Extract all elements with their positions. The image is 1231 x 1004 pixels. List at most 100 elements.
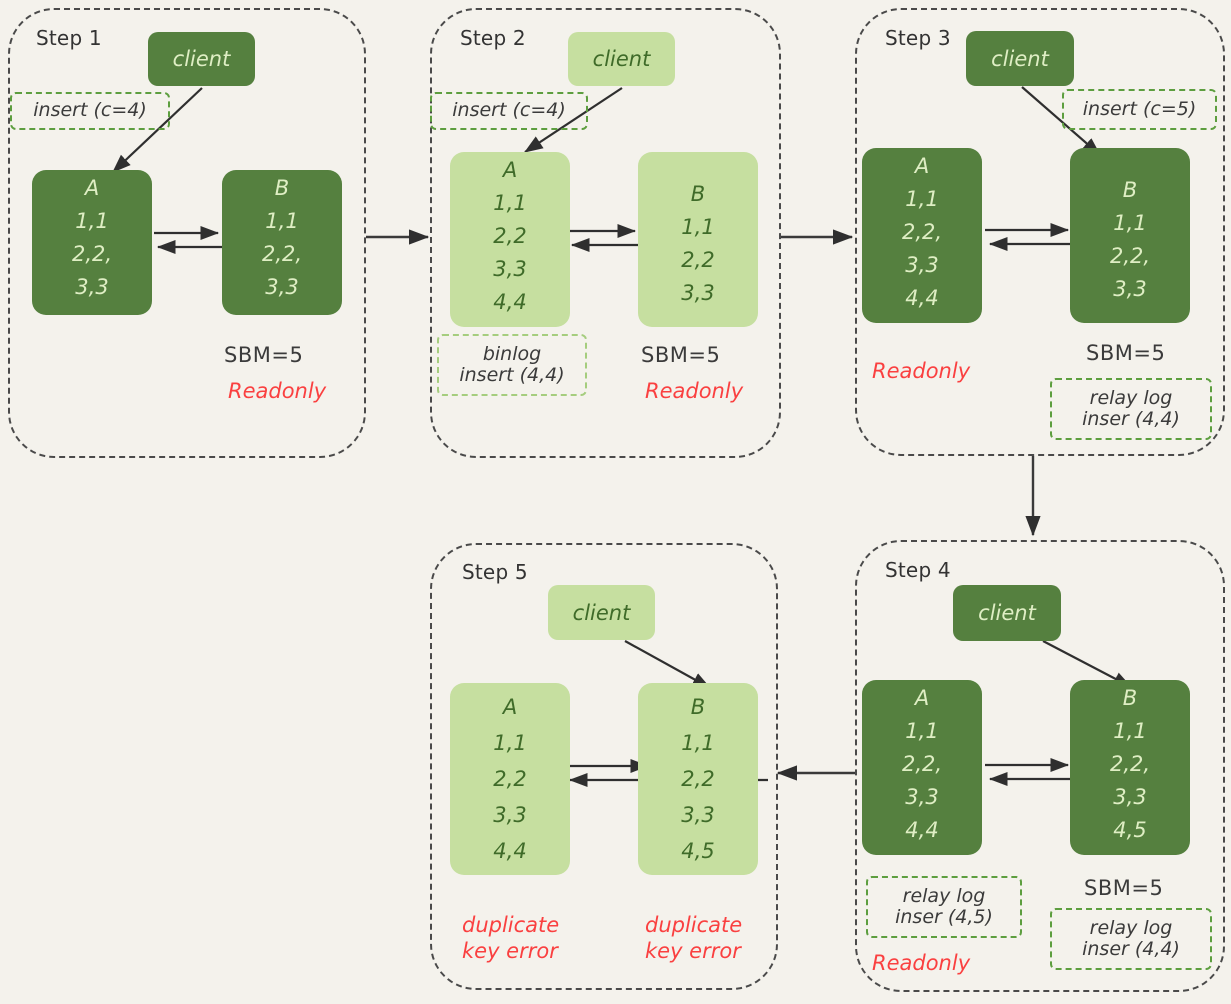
step-5-node-a: A 1,1 2,2 3,3 4,4 bbox=[450, 683, 570, 875]
step-1-node-b-row-2: 2,2, bbox=[261, 242, 303, 266]
step-2-node-b-row-1: 1,1 bbox=[681, 215, 715, 239]
step-3-node-b: B 1,1 2,2, 3,3 bbox=[1070, 148, 1190, 323]
step-1-node-a-row-0: A bbox=[84, 176, 100, 200]
step-2-client-box: client bbox=[568, 32, 675, 86]
step-4-relaylog-a-line-1: relay log bbox=[902, 884, 986, 907]
step-3-node-a-row-4: 4,4 bbox=[905, 286, 939, 310]
step-2-node-a-row-4: 4,4 bbox=[493, 290, 527, 314]
step-3-node-a: A 1,1 2,2, 3,3 4,4 bbox=[862, 148, 982, 323]
step-4-relaylog-b-annotation: relay log inser (4,4) bbox=[1050, 908, 1212, 970]
step-4-node-b-row-1: 1,1 bbox=[1113, 719, 1147, 743]
step-5-title: Step 5 bbox=[462, 560, 528, 584]
step-4-node-a-row-2: 2,2, bbox=[901, 752, 943, 776]
step-5-node-b-row-0: B bbox=[690, 695, 706, 719]
step-4-status-label: Readonly bbox=[872, 951, 971, 975]
step-4-node-a-row-0: A bbox=[914, 686, 930, 710]
step-3-node-b-row-2: 2,2, bbox=[1109, 244, 1151, 268]
step-3-client-box: client bbox=[966, 31, 1074, 86]
step-5-node-a-row-1: 1,1 bbox=[493, 731, 527, 755]
step-5-node-b-row-3: 3,3 bbox=[681, 803, 715, 827]
step-3-sbm-label: SBM=5 bbox=[1086, 341, 1166, 365]
step-1-status-label: Readonly bbox=[228, 379, 327, 403]
step-5-error-a: duplicate key error bbox=[462, 913, 560, 964]
step-3-node-b-row-3: 3,3 bbox=[1113, 277, 1147, 301]
step-2-node-a-row-0: A bbox=[502, 158, 518, 182]
step-3-container bbox=[855, 8, 1225, 456]
step-3-client-label: client bbox=[991, 46, 1049, 71]
step-5-client-label: client bbox=[572, 600, 631, 625]
step-2-node-a-row-3: 3,3 bbox=[493, 257, 527, 281]
step-5-container bbox=[430, 543, 778, 990]
step-5-node-a-row-0: A bbox=[502, 695, 518, 719]
step-4-container bbox=[855, 540, 1225, 992]
step-1-container bbox=[8, 8, 366, 458]
step-4-relaylog-b-line-2: inser (4,4) bbox=[1082, 938, 1180, 960]
step-1-node-b: B 1,1 2,2, 3,3 bbox=[222, 170, 342, 315]
step-2-client-label: client bbox=[592, 47, 651, 71]
step-3-node-a-row-2: 2,2, bbox=[901, 220, 943, 244]
step-2-binlog-annotation: binlog insert (4,4) bbox=[437, 334, 587, 396]
step-1-node-b-row-1: 1,1 bbox=[265, 209, 299, 233]
step-1-insert-line-1: insert (c=4) bbox=[33, 99, 147, 122]
step-2-node-b-row-3: 3,3 bbox=[681, 281, 715, 305]
step-3-node-a-row-0: A bbox=[914, 154, 930, 178]
step-2-title: Step 2 bbox=[460, 26, 526, 50]
step-1-sbm-label: SBM=5 bbox=[224, 343, 304, 367]
step-4-client-box: client bbox=[953, 585, 1061, 641]
step-3-insert-line-1: insert (c=5) bbox=[1082, 97, 1197, 120]
step-3-title: Step 3 bbox=[885, 26, 951, 50]
step-2-container bbox=[430, 8, 781, 458]
step-1-client-box: client bbox=[148, 32, 255, 86]
step-3-insert-annotation: insert (c=5) bbox=[1062, 89, 1217, 130]
step-5-node-b-row-1: 1,1 bbox=[681, 731, 715, 755]
step-3-status-label: Readonly bbox=[872, 359, 971, 383]
step-4-node-b: B 1,1 2,2, 3,3 4,5 bbox=[1070, 680, 1190, 855]
step-4-relaylog-a-annotation: relay log inser (4,5) bbox=[866, 876, 1022, 938]
step-4-client-label: client bbox=[978, 601, 1036, 625]
step-5-error-b: duplicate key error bbox=[645, 913, 743, 964]
step-4-node-a-row-3: 3,3 bbox=[905, 785, 939, 809]
step-5-node-a-row-4: 4,4 bbox=[493, 839, 527, 863]
step-1-node-a-row-1: 1,1 bbox=[75, 209, 109, 233]
step-4-sbm-label: SBM=5 bbox=[1084, 876, 1164, 900]
step-4-node-a-row-4: 4,4 bbox=[905, 818, 939, 842]
step-5-node-a-row-2: 2,2 bbox=[493, 767, 527, 791]
step-2-node-b: B 1,1 2,2 3,3 bbox=[638, 152, 758, 327]
step-4-node-b-row-0: B bbox=[1122, 686, 1138, 710]
step-2-node-b-row-2: 2,2 bbox=[681, 248, 715, 272]
step-5-node-b-row-4: 4,5 bbox=[681, 839, 715, 863]
step-4-node-a-row-1: 1,1 bbox=[905, 719, 939, 743]
step-1-node-a: A 1,1 2,2, 3,3 bbox=[32, 170, 152, 315]
step-3-relaylog-annotation: relay log inser (4,4) bbox=[1050, 378, 1212, 440]
step-1-insert-annotation: insert (c=4) bbox=[10, 92, 170, 130]
step-5-node-b: B 1,1 2,2 3,3 4,5 bbox=[638, 683, 758, 875]
step-3-node-b-row-1: 1,1 bbox=[1113, 211, 1147, 235]
step-2-binlog-line-1: binlog bbox=[482, 342, 542, 365]
step-4-relaylog-a-line-2: inser (4,5) bbox=[895, 906, 993, 928]
step-2-status-label: Readonly bbox=[645, 379, 744, 403]
step-2-binlog-line-2: insert (4,4) bbox=[459, 364, 565, 386]
step-3-node-a-row-1: 1,1 bbox=[905, 187, 939, 211]
step-2-insert-line-1: insert (c=4) bbox=[452, 99, 566, 122]
step-2-node-a-row-1: 1,1 bbox=[493, 191, 527, 215]
step-1-title: Step 1 bbox=[36, 26, 102, 50]
step-4-node-a: A 1,1 2,2, 3,3 4,4 bbox=[862, 680, 982, 855]
step-2-node-a: A 1,1 2,2 3,3 4,4 bbox=[450, 152, 570, 327]
step-3-node-b-row-0: B bbox=[1122, 178, 1138, 202]
step-1-client-label: client bbox=[172, 47, 231, 71]
step-3-node-a-row-3: 3,3 bbox=[905, 253, 939, 277]
step-2-node-a-row-2: 2,2 bbox=[493, 224, 527, 248]
step-4-node-b-row-2: 2,2, bbox=[1109, 752, 1151, 776]
step-2-insert-annotation: insert (c=4) bbox=[430, 92, 588, 130]
step-1-node-b-row-3: 3,3 bbox=[265, 275, 299, 299]
step-2-node-b-row-0: B bbox=[690, 182, 706, 206]
step-4-node-b-row-4: 4,5 bbox=[1113, 818, 1147, 842]
step-2-sbm-label: SBM=5 bbox=[641, 343, 721, 367]
step-4-node-b-row-3: 3,3 bbox=[1113, 785, 1147, 809]
step-3-relaylog-line-1: relay log bbox=[1089, 386, 1173, 409]
step-1-node-b-row-0: B bbox=[274, 176, 290, 200]
step-1-node-a-row-2: 2,2, bbox=[71, 242, 113, 266]
step-3-relaylog-line-2: inser (4,4) bbox=[1082, 408, 1180, 430]
step-4-title: Step 4 bbox=[885, 558, 951, 582]
step-4-relaylog-b-line-1: relay log bbox=[1089, 916, 1173, 939]
